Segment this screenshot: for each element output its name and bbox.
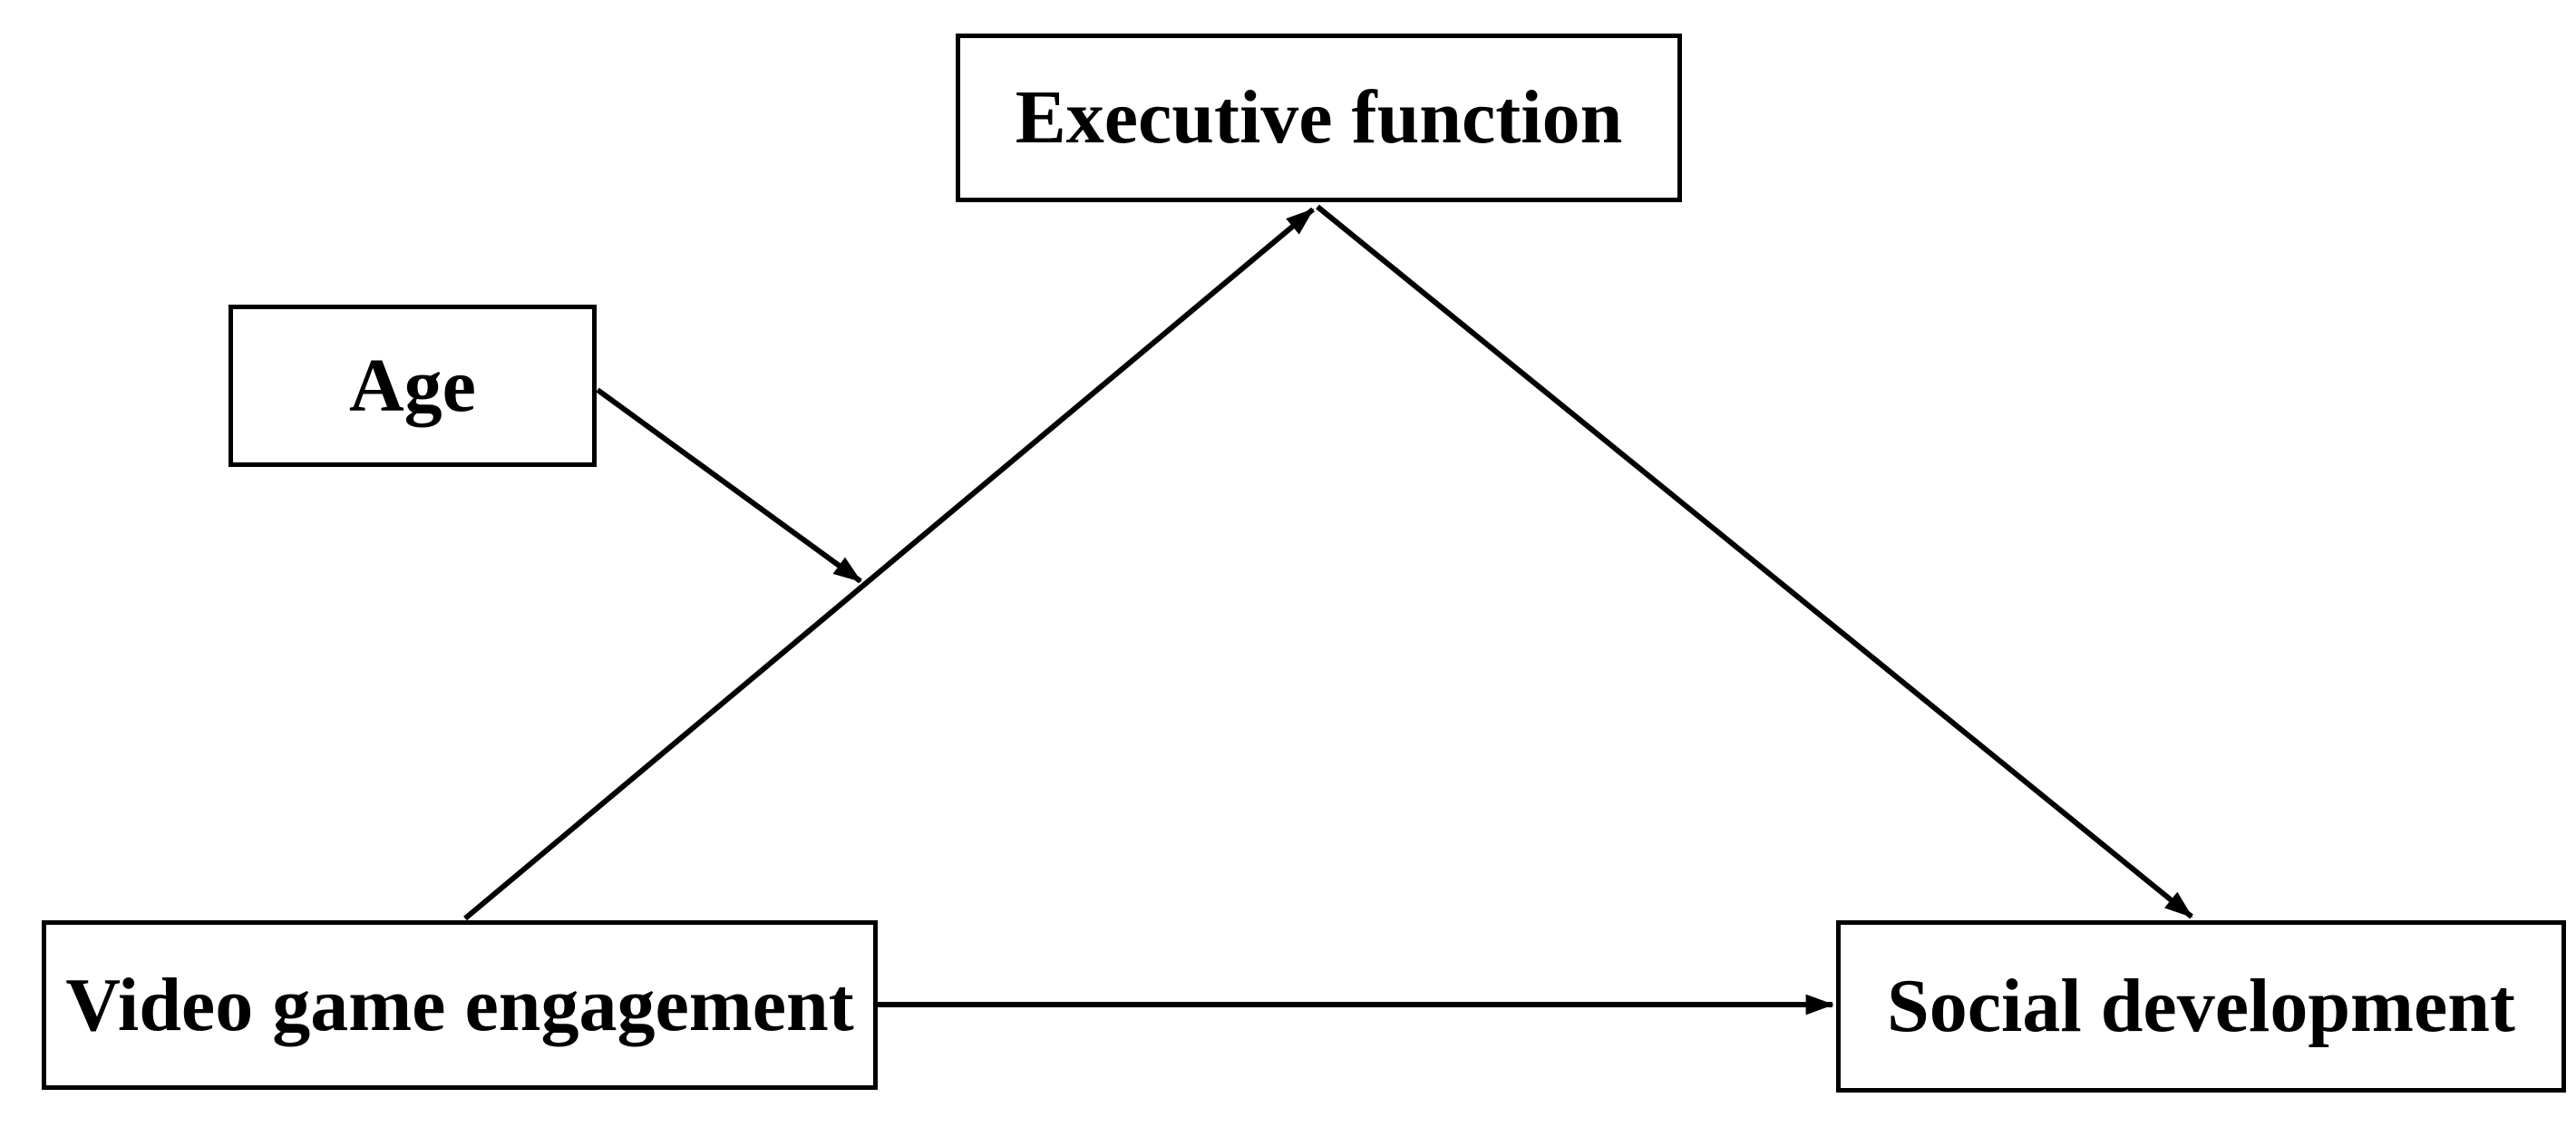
edge-executive-function-to-social-development [1316,204,2193,919]
node-age-label: Age [349,343,476,428]
edge-video-game-to-executive-function [463,207,1315,921]
node-executive-function: Executive function [956,34,1682,202]
node-video-game-engagement-label: Video game engagement [65,962,854,1047]
node-executive-function-label: Executive function [1015,75,1623,160]
node-age: Age [228,305,597,467]
node-video-game-engagement: Video game engagement [42,920,878,1090]
edge-age-to-mediation-path [596,387,862,584]
node-social-development: Social development [1836,920,2566,1093]
node-social-development-label: Social development [1887,964,2515,1048]
